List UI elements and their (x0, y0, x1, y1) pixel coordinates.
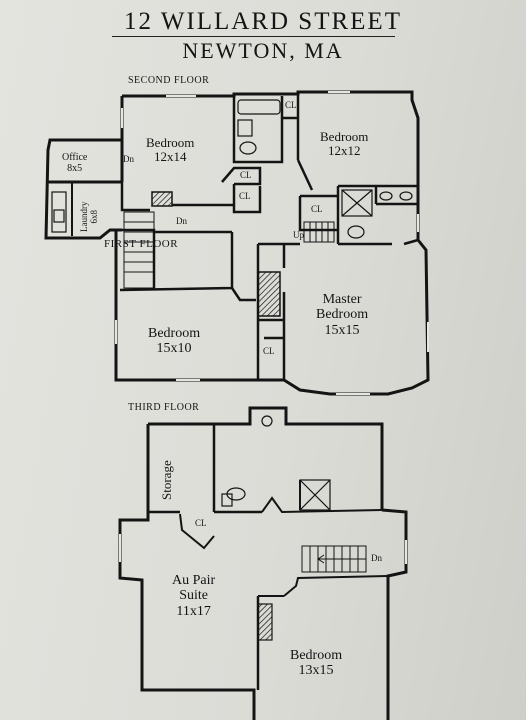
address-title: 12 WILLARD STREET (124, 8, 402, 35)
third-floor-stairs (301, 545, 367, 573)
second-floor-walls (44, 90, 430, 396)
stair-down-label: Dn (176, 216, 187, 226)
second-floor-stairs (123, 211, 335, 289)
closet-label: CL (285, 100, 297, 110)
city-subtitle: NEWTON, MA (182, 38, 344, 63)
storage-room: Storage (159, 460, 174, 500)
third-floor-label: THIRD FLOOR (128, 402, 200, 413)
closet-label: CL (239, 191, 251, 201)
closet-label: CL (263, 346, 275, 356)
stair-up-label: Up (293, 230, 304, 240)
title-underline (112, 36, 395, 37)
chimney (151, 191, 281, 317)
first-floor-label: FIRST FLOOR (104, 238, 179, 250)
stair-down-label: Dn (371, 553, 382, 563)
third-floor-walls (118, 406, 408, 720)
second-floor-interior (119, 92, 419, 380)
windows (115, 91, 429, 395)
closet-label: CL (195, 518, 207, 528)
stair-down-label: Dn (123, 154, 134, 164)
third-floor-windows (119, 534, 407, 564)
third-floor-fixtures (221, 415, 331, 641)
second-floor-label: SECOND FLOOR (128, 75, 210, 86)
closet-label: CL (311, 204, 323, 214)
closet-label: CL (240, 170, 252, 180)
bathroom-fixtures (51, 99, 413, 239)
